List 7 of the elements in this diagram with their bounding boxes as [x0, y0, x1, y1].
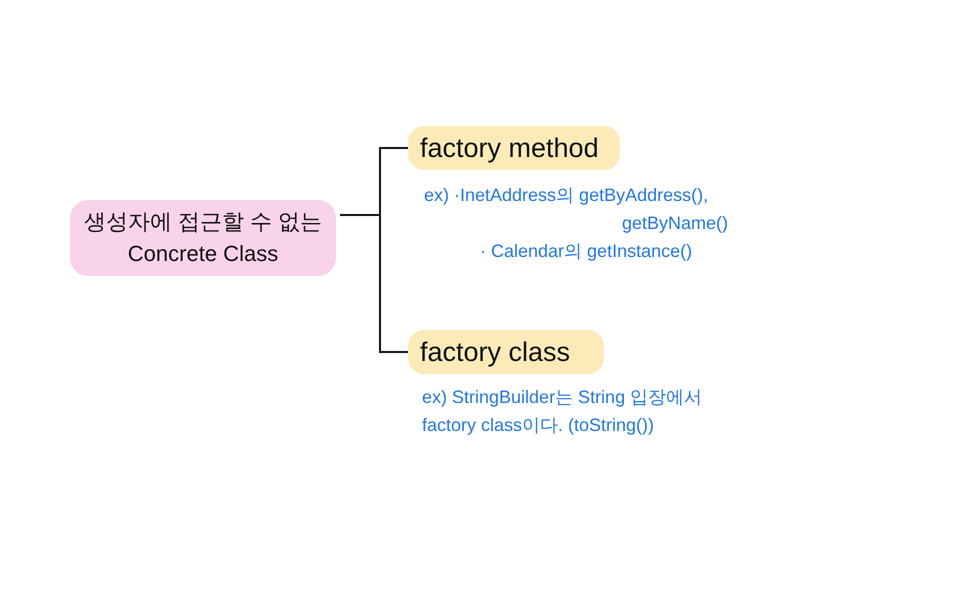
example-note: ex) ·InetAddress의 getByAddress(), getByName() — [424, 184, 730, 235]
highlighted-heading: factory method — [408, 126, 620, 170]
bracket-connector — [340, 214, 408, 353]
highlighted-heading: factory class — [408, 330, 604, 374]
highlighted-text: 생성자에 접근할 수 없는 Concrete Class — [70, 200, 336, 276]
example-note: ex) StringBuilder는 String 입장에서 factory class이다. (toString()) — [422, 386, 704, 437]
example-note: · Calendar의 getInstance() — [480, 240, 694, 263]
